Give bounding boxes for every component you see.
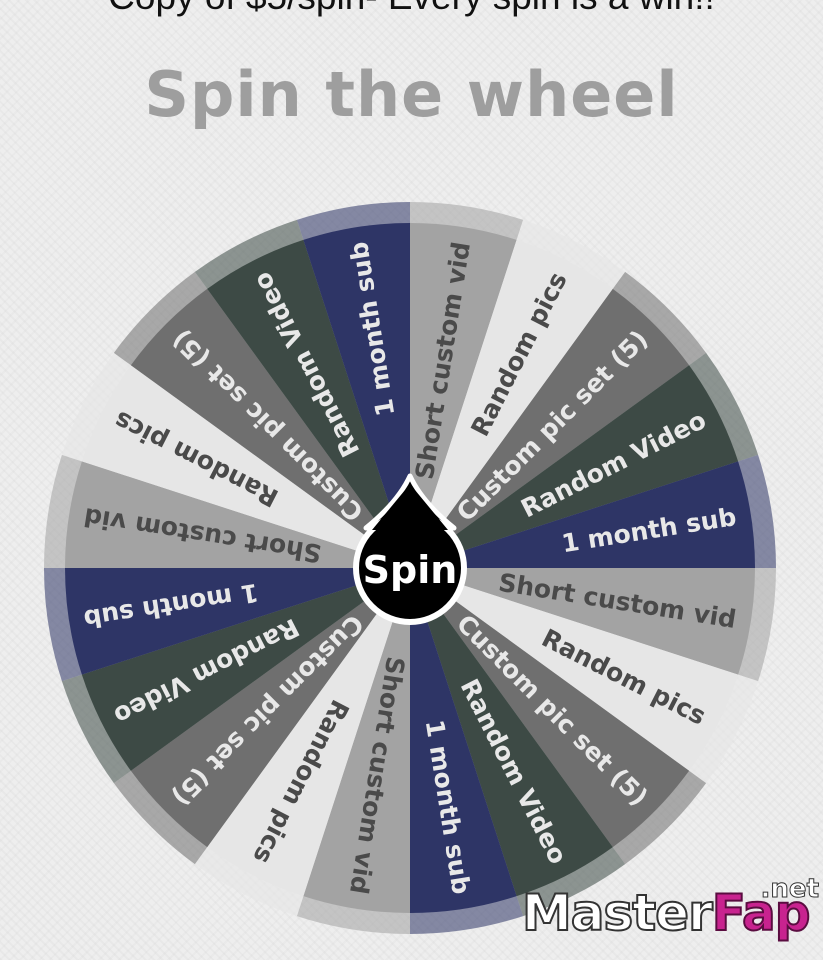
spin-heading: Spin the wheel: [144, 58, 679, 131]
wheel-segment: [207, 239, 410, 568]
wheel-segment: [81, 365, 410, 568]
wheel-segment: [410, 568, 613, 897]
wheel-segment: [303, 568, 410, 913]
wheel-segment: [81, 568, 410, 771]
page-title: Copy of $5/spin- Every spin is a win!!: [0, 0, 823, 15]
wheel-segment: [410, 568, 755, 675]
wheel-segment: [410, 239, 613, 568]
wheel-segment: [65, 461, 410, 568]
wheel-segment: [303, 223, 410, 568]
watermark-logo: MasterFap .net: [521, 876, 823, 960]
spin-button-label[interactable]: Spin: [363, 548, 458, 592]
wheel-segment: [410, 223, 517, 568]
watermark-accent: Fap: [711, 884, 812, 942]
watermark-suffix: .net: [760, 874, 819, 904]
wheel-pointer-fill: [372, 484, 448, 530]
wheel-segment: [130, 568, 410, 848]
wheel-segment: [410, 365, 739, 568]
wheel-segment: [410, 568, 517, 913]
watermark-main: Master: [521, 884, 714, 942]
wheel-segment: [410, 568, 739, 771]
wheel-segment: [410, 461, 755, 568]
wheel-segment: [410, 288, 690, 568]
wheel-segment: [410, 568, 690, 848]
wheel-segment: [65, 568, 410, 675]
watermark-text: MasterFap: [521, 887, 811, 939]
wheel-segment: [207, 568, 410, 897]
wheel-segment: [130, 288, 410, 568]
